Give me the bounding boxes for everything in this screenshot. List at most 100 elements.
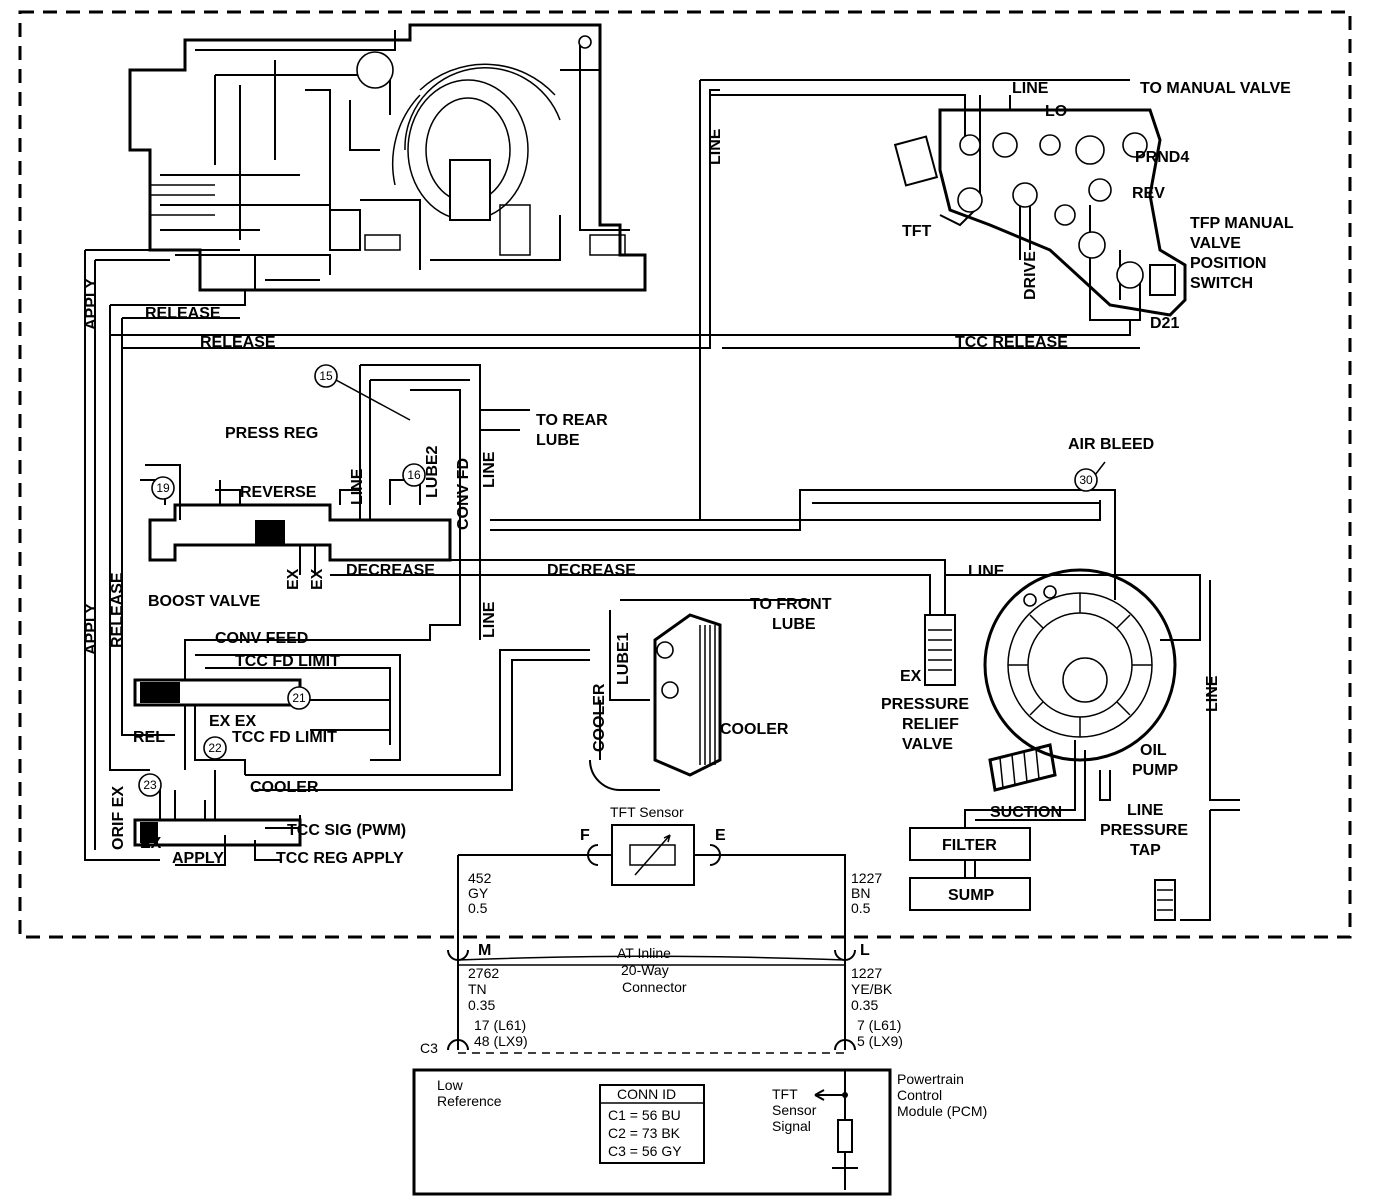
wire-right-bottom-4: 7 (L61) xyxy=(857,1017,901,1033)
line-label-vertical-top: LINE xyxy=(707,128,724,165)
conv-fd-label: CONV FD xyxy=(455,458,472,530)
wire-left-bottom-2: TN xyxy=(468,981,487,997)
electrical-labels: TFT Sensor F E 452 GY 0.5 1227 BN 0.5 M … xyxy=(420,804,987,1159)
callout-23: 23 xyxy=(138,773,162,797)
to-front-lube-line-1: TO FRONT xyxy=(750,596,832,613)
filter-box xyxy=(909,827,1031,861)
svg-text:16: 16 xyxy=(407,468,421,482)
to-manual-valve-label: TO MANUAL VALVE xyxy=(1140,80,1291,97)
callout-30: 30 xyxy=(1074,468,1098,492)
cooler-label-line: COOLER xyxy=(250,779,319,796)
callout-15: 15 xyxy=(314,364,338,388)
sump-box xyxy=(909,877,1031,911)
connector-line-2: 20-Way xyxy=(621,962,669,978)
cooler-component xyxy=(653,613,722,777)
prnd4-label: PRND4 xyxy=(1135,149,1189,166)
line-pressure-tap-line-2: PRESSURE xyxy=(1100,822,1188,839)
svg-text:23: 23 xyxy=(143,778,157,792)
tcc-control-valves xyxy=(133,678,302,847)
pcm-line-2: Control xyxy=(897,1087,942,1103)
filter-label: FILTER xyxy=(942,837,997,854)
suction-label: SUCTION xyxy=(990,804,1062,821)
pin-c3-label: C3 xyxy=(420,1040,438,1056)
wire-left-bottom-4: 17 (L61) xyxy=(474,1017,526,1033)
wire-left-bottom-5: 48 (LX9) xyxy=(474,1033,528,1049)
line-pressure-tap-line-3: TAP xyxy=(1130,842,1161,859)
lube1-label: LUBE1 xyxy=(615,632,632,685)
wire-left-top-2: GY xyxy=(468,885,489,901)
to-front-lube-line-2: LUBE xyxy=(772,616,816,633)
pcm-box xyxy=(412,1068,892,1196)
orif-ex-label: ORIF EX xyxy=(110,786,127,850)
tft-sensor-signal-line-1: TFT xyxy=(772,1086,798,1102)
pin-e-label: E xyxy=(715,827,726,844)
connector-line-3: Connector xyxy=(622,979,687,995)
connector-line-1: AT Inline xyxy=(617,945,671,961)
sump-label: SUMP xyxy=(948,887,995,904)
ex-ex-label: EX EX xyxy=(209,713,256,730)
svg-text:21: 21 xyxy=(292,691,306,705)
boost-valve-label: BOOST VALVE xyxy=(148,593,261,610)
decrease-label-2: DECREASE xyxy=(547,562,636,579)
pressure-relief-line-2: RELIEF xyxy=(902,716,959,733)
pcm-line-3: Module (PCM) xyxy=(897,1103,987,1119)
valve-body-illustration xyxy=(128,23,647,292)
ex-label-2: EX xyxy=(309,568,326,590)
release-label-long: RELEASE xyxy=(200,334,276,351)
callout-21: 21 xyxy=(287,686,311,710)
reverse-label: REVERSE xyxy=(240,484,317,501)
pin-l-label: L xyxy=(860,942,870,959)
svg-text:22: 22 xyxy=(208,741,222,755)
low-reference-line-2: Reference xyxy=(437,1093,502,1109)
tft-sensor-signal-line-2: Sensor xyxy=(772,1102,817,1118)
press-reg-label: PRESS REG xyxy=(225,425,318,442)
conn-id-title: CONN ID xyxy=(617,1086,676,1102)
tcc-fd-limit-label-1: TCC FD LIMIT xyxy=(235,653,340,670)
tfp-manual-valve-switch xyxy=(893,108,1187,317)
pin-m-label: M xyxy=(478,942,491,959)
oil-pump-line-2: PUMP xyxy=(1132,762,1179,779)
apply-label-mid: APPLY xyxy=(83,603,100,655)
apply-label-top: APPLY xyxy=(83,278,100,330)
pcm-line-1: Powertrain xyxy=(897,1071,964,1087)
to-rear-lube-line-2: LUBE xyxy=(536,432,580,449)
tfp-switch-line-4: SWITCH xyxy=(1190,275,1253,292)
line-pressure-tap xyxy=(1154,879,1176,921)
rev-label: REV xyxy=(1132,185,1165,202)
air-bleed-label: AIR BLEED xyxy=(1068,436,1154,453)
to-rear-lube-line-1: TO REAR xyxy=(536,412,608,429)
wire-right-bottom-1: 1227 xyxy=(851,965,882,981)
line-pressure-tap-line-1: LINE xyxy=(1127,802,1164,819)
tft-sensor-signal-line-3: Signal xyxy=(772,1118,811,1134)
low-reference-line-1: Low xyxy=(437,1077,464,1093)
release-label-vertical: RELEASE xyxy=(109,572,126,648)
wire-left-bottom-1: 2762 xyxy=(468,965,499,981)
d21-label: D21 xyxy=(1150,315,1179,332)
line-label-mid: LINE xyxy=(481,451,498,488)
lube2-label: LUBE2 xyxy=(424,445,441,498)
wire-right-bottom-2: YE/BK xyxy=(851,981,893,997)
wire-right-top-3: 0.5 xyxy=(851,900,871,916)
tcc-reg-apply-label: TCC REG APPLY xyxy=(276,850,404,867)
drive-label: DRIVE xyxy=(1022,251,1039,300)
callout-19: 19 xyxy=(151,476,175,500)
pressure-regulator-valve xyxy=(140,464,452,575)
tft-sensor-label: TFT Sensor xyxy=(610,804,684,820)
conv-feed-label: CONV FEED xyxy=(215,630,308,647)
conn-id-c2: C2 = 73 BK xyxy=(608,1125,681,1141)
wire-right-bottom-3: 0.35 xyxy=(851,997,878,1013)
tcc-release-label: TCC RELEASE xyxy=(955,334,1068,351)
callout-22: 22 xyxy=(203,736,227,760)
line-label-press-reg: LINE xyxy=(349,468,366,505)
hydraulic-labels: LINE TO MANUAL VALVE LO PRND4 REV TFT DR… xyxy=(83,80,1294,904)
line-label-right: LINE xyxy=(1204,675,1221,712)
wire-right-top-1: 1227 xyxy=(851,870,882,886)
wire-left-top-1: 452 xyxy=(468,870,492,886)
decrease-label-1: DECREASE xyxy=(346,562,435,579)
wire-right-top-2: BN xyxy=(851,885,870,901)
wire-left-top-3: 0.5 xyxy=(468,900,488,916)
apply-label-bottom: APPLY xyxy=(172,850,224,867)
tcc-sig-label: TCC SIG (PWM) xyxy=(287,822,406,839)
oil-pump-line-1: OIL xyxy=(1140,742,1167,759)
